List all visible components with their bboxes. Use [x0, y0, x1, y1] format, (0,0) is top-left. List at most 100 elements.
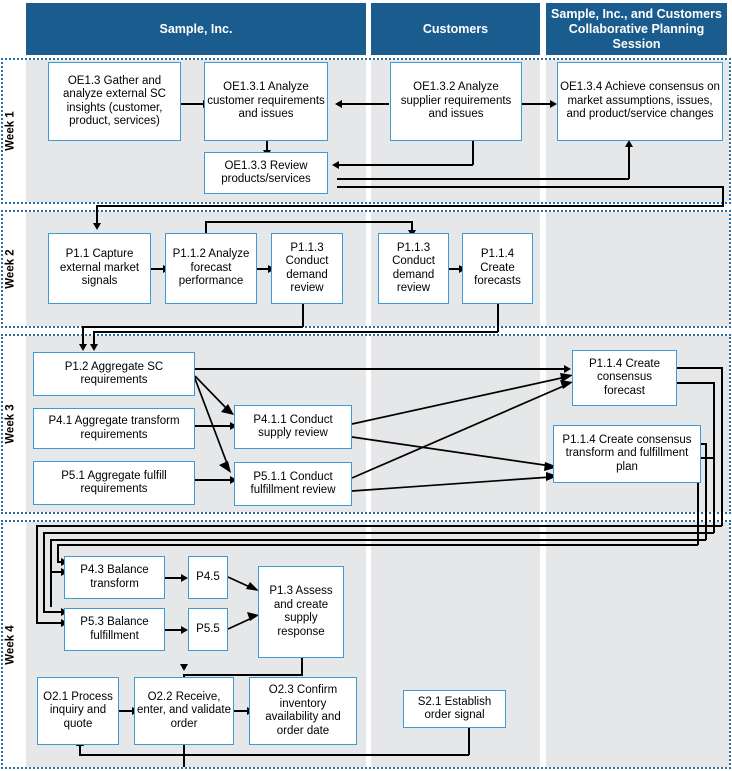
conn-p51-to-p511 — [195, 479, 232, 481]
lane-header-sample-inc: Sample, Inc. — [26, 3, 366, 55]
arrowhead-p12-to-p511 — [219, 461, 231, 473]
lane-header-collaborative: Sample, Inc., and Customers Collaborativ… — [546, 3, 727, 55]
box-s21[interactable]: S2.1 Establish order signal — [403, 690, 506, 728]
box-p11-label: P1.1 Capture external market signals — [59, 248, 140, 288]
arrowhead-p55-to-p13 — [247, 612, 259, 621]
box-p13-label: P1.3 Assess and create supply response — [269, 585, 333, 638]
box-p43[interactable]: P4.3 Balance transform — [64, 556, 165, 599]
lane-header-customers-label: Customers — [422, 21, 489, 36]
conn-p114-down2 — [93, 331, 95, 349]
box-oe132[interactable]: OE1.3.2 Analyze supplier requirements an… — [390, 62, 522, 141]
conn-oe132-to-oe134 — [522, 103, 551, 105]
band-w4-collab — [546, 522, 729, 767]
conn-s21-left — [79, 754, 469, 756]
arrowhead-p12-to-p114c — [564, 364, 571, 373]
box-p43-label: P4.3 Balance transform — [80, 564, 149, 590]
line-p511-to-p114t — [351, 476, 552, 492]
box-p13[interactable]: P1.3 Assess and create supply response — [258, 566, 344, 658]
arrowhead-p113a-to-p12 — [78, 344, 87, 351]
conn-oe133-right — [337, 178, 629, 180]
loop-a-down2 — [36, 525, 38, 623]
box-p411[interactable]: P4.1.1 Conduct supply review — [234, 405, 352, 449]
arrowhead-p41-to-p411 — [230, 421, 237, 430]
box-p53[interactable]: P5.3 Balance fulfillment — [64, 608, 165, 651]
arrowhead-p45-to-p13 — [246, 582, 259, 591]
box-p112[interactable]: P1.1.2 Analyze forecast performance — [165, 233, 257, 304]
box-p114[interactable]: P1.1.4 Create forecasts — [462, 233, 533, 304]
box-oe132-label: OE1.3.2 Analyze supplier requirements an… — [400, 81, 512, 121]
box-o21-label: O2.1 Process inquiry and quote — [43, 690, 113, 730]
conn-oe13-to-oe131 — [181, 103, 204, 105]
loop-c-left — [50, 539, 706, 541]
conn-p112-up — [205, 221, 207, 234]
box-o21[interactable]: O2.1 Process inquiry and quote — [37, 677, 119, 745]
box-p114-consensus-transform-label: P1.1.4 Create consensus transform and fu… — [562, 433, 692, 473]
loop-b-down2 — [43, 532, 45, 612]
box-p55-label: P5.5 — [196, 622, 220, 635]
arrowhead-p511-to-p114t — [546, 472, 558, 481]
loop-c-in — [50, 571, 64, 573]
box-oe133-label: OE1.3.3 Review products/services — [221, 159, 311, 186]
line-p12-to-p411 — [194, 375, 229, 411]
line-p411-to-p114t — [351, 436, 552, 467]
box-p41[interactable]: P4.1 Aggregate transform requirements — [33, 408, 195, 449]
box-p45[interactable]: P4.5 — [188, 556, 228, 599]
conn-oe133-up-to-oe134 — [628, 147, 630, 179]
arrowhead-oe132-to-oe133 — [332, 160, 339, 169]
arrowhead-p53-to-p55 — [181, 625, 188, 634]
box-p51[interactable]: P5.1 Aggregate fulfill requirements — [33, 461, 195, 505]
box-oe133[interactable]: OE1.3.3 Review products/services — [204, 152, 328, 194]
box-p113a[interactable]: P1.1.3 Conduct demand review — [271, 233, 343, 304]
box-oe131-label: OE1.3.1 Analyze customer requirements an… — [207, 81, 325, 121]
conn-o22-to-o23 — [234, 710, 249, 712]
conn-p41-to-p411 — [195, 425, 232, 427]
loop-a-out — [676, 367, 722, 369]
loop-d-out — [700, 457, 714, 459]
box-p114-consensus-forecast-label: P1.1.4 Create consensus forecast — [589, 357, 660, 397]
arrowhead-p411-to-p114t — [544, 462, 558, 471]
conn-p13-down — [301, 658, 303, 675]
box-p114-label: P1.1.4 Create forecasts — [474, 248, 521, 288]
conn-p112-to-p113a — [257, 268, 270, 270]
line-p55-to-p13 — [227, 617, 253, 630]
box-p113b[interactable]: P1.1.3 Conduct demand review — [378, 233, 449, 304]
arrowhead-oe132-to-oe134 — [550, 99, 557, 108]
box-o23[interactable]: O2.3 Confirm inventory availability and … — [249, 677, 357, 745]
box-p511[interactable]: P5.1.1 Conduct fulfillment review — [234, 462, 352, 506]
box-p114-consensus-forecast[interactable]: P1.1.4 Create consensus forecast — [572, 350, 677, 406]
line-p12-to-p511 — [193, 375, 229, 467]
arrowhead-p114-to-p12 — [89, 344, 98, 351]
arrowhead-to-p11 — [92, 223, 101, 230]
box-s21-label: S2.1 Establish order signal — [417, 695, 492, 722]
box-oe131[interactable]: OE1.3.1 Analyze customer requirements an… — [204, 62, 328, 141]
box-p53-label: P5.3 Balance fulfillment — [80, 616, 149, 642]
conn-o21-to-o22 — [119, 710, 134, 712]
box-oe134[interactable]: OE1.3.4 Achieve consensus on market assu… — [557, 62, 723, 141]
loop-b-left — [43, 532, 714, 534]
conn-p11-to-p112 — [151, 268, 165, 270]
box-p511-label: P5.1.1 Conduct fulfillment review — [250, 470, 336, 497]
box-p114-consensus-transform[interactable]: P1.1.4 Create consensus transform and fu… — [553, 425, 701, 483]
conn-p113b-to-p114 — [449, 268, 461, 270]
box-o22-label: O2.2 Receive, enter, and validate order — [137, 690, 231, 730]
conn-p112-across — [205, 221, 413, 223]
arrowhead-p43-to-p45 — [181, 573, 188, 582]
conn-s21-up-to-o21 — [79, 745, 81, 755]
conn-p113a-down2 — [82, 326, 84, 349]
box-p11[interactable]: P1.1 Capture external market signals — [48, 233, 151, 304]
box-oe13[interactable]: OE1.3 Gather and analyze external SC ins… — [48, 62, 181, 141]
loop-d-down2 — [57, 544, 59, 562]
loop-d-in — [57, 561, 64, 563]
arrowhead-oe132-to-oe131 — [335, 99, 342, 108]
box-p12[interactable]: P1.2 Aggregate SC requirements — [33, 352, 195, 396]
box-p12-label: P1.2 Aggregate SC requirements — [64, 360, 164, 387]
box-o23-label: O2.3 Confirm inventory availability and … — [265, 684, 341, 737]
loop-c-out — [700, 443, 706, 445]
conn-w1-to-p11-left — [96, 205, 724, 207]
arrowhead-p411-to-p114c — [560, 373, 573, 382]
box-o22[interactable]: O2.2 Receive, enter, and validate order — [134, 677, 234, 745]
box-p55[interactable]: P5.5 — [188, 608, 228, 651]
band-w3-customers — [371, 336, 540, 512]
